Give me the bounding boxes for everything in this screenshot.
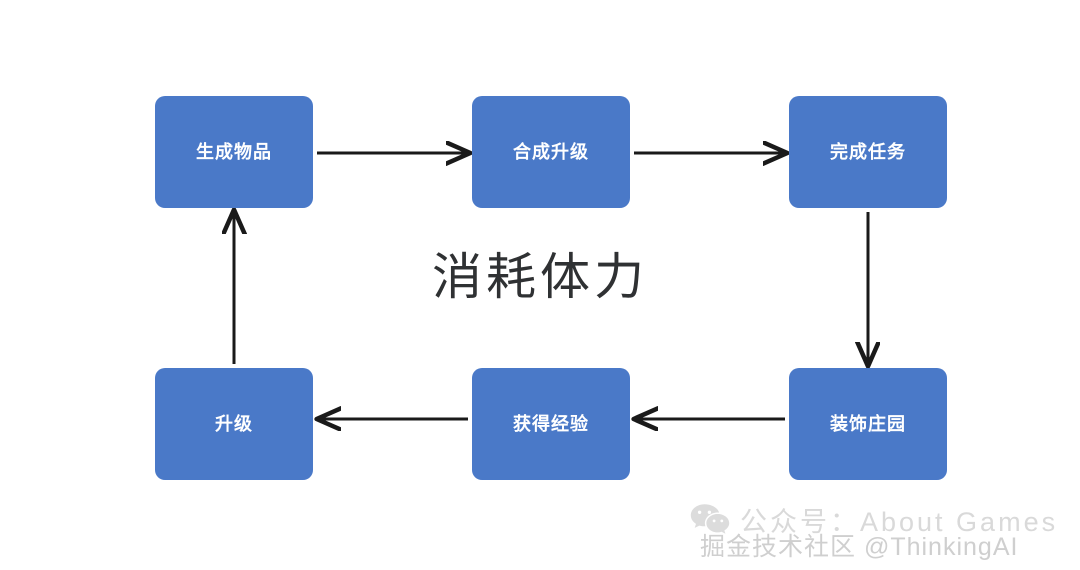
watermark-juejin: 掘金技术社区 @ThinkingAI xyxy=(700,533,1019,561)
node-complete-quest[interactable]: 完成任务 xyxy=(789,96,947,208)
center-caption: 消耗体力 xyxy=(432,249,648,305)
wechat-icon xyxy=(690,503,730,536)
node-label: 升级 xyxy=(215,414,253,434)
node-gain-experience[interactable]: 获得经验 xyxy=(472,368,630,480)
node-label: 完成任务 xyxy=(830,142,906,162)
node-level-up[interactable]: 升级 xyxy=(155,368,313,480)
node-decorate-manor[interactable]: 装饰庄园 xyxy=(789,368,947,480)
node-label: 获得经验 xyxy=(513,414,589,434)
node-label: 合成升级 xyxy=(513,142,589,162)
watermark-about-games: 公众号：About Games xyxy=(690,500,1058,539)
node-generate-item[interactable]: 生成物品 xyxy=(155,96,313,208)
node-label: 生成物品 xyxy=(196,142,272,162)
watermark-about-games-text: 公众号：About Games xyxy=(740,507,1059,537)
node-merge-upgrade[interactable]: 合成升级 xyxy=(472,96,630,208)
node-label: 装饰庄园 xyxy=(830,414,906,434)
